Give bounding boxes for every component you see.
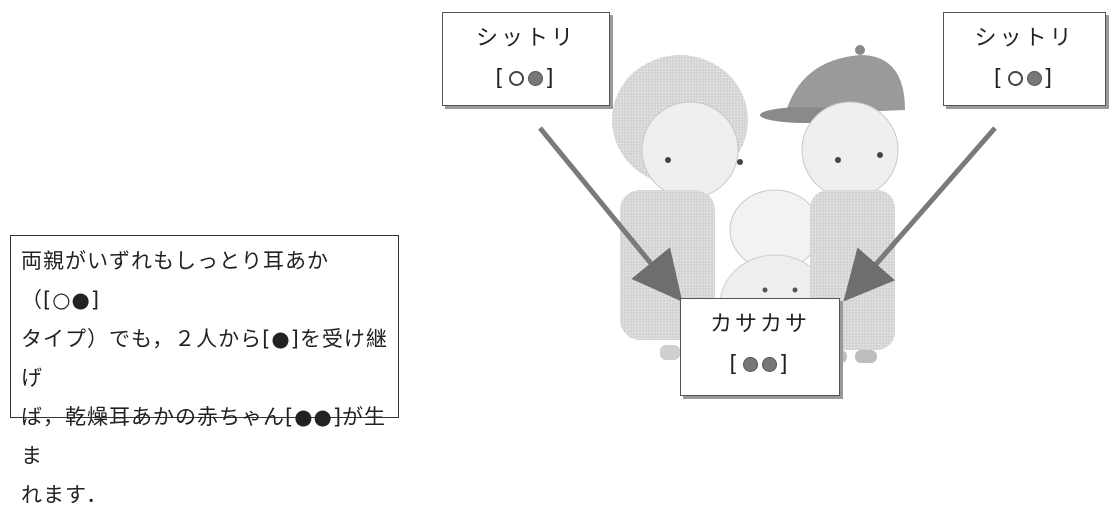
child-alleles: [] (729, 352, 791, 377)
explanation-note: 両親がいずれもしっとり耳あか（[○●] タイプ）でも，２人から[●]を受け継げ … (10, 235, 399, 507)
filled-circle-icon (1026, 71, 1042, 86)
open-circle-icon (509, 71, 524, 86)
right-parent-alleles: [] (993, 66, 1056, 91)
note-line-3: ば，乾燥耳あかの赤ちゃん[●●]が生ま (21, 405, 387, 468)
left-parent-alleles: [] (495, 66, 557, 91)
filled-circle-icon (743, 357, 758, 372)
right-parent-box: シットリ [] (943, 12, 1106, 106)
child-label: カサカサ (709, 312, 810, 337)
right-parent-label: シットリ (974, 26, 1075, 51)
note-line-1: 両親がいずれもしっとり耳あか（[○●] (21, 249, 329, 312)
left-parent-label: シットリ (475, 26, 576, 51)
filled-circle-icon (528, 71, 543, 86)
left-parent-box: シットリ [] (442, 12, 610, 106)
filled-circle-icon (762, 357, 777, 372)
left-arrow (538, 126, 683, 302)
open-circle-icon (1007, 71, 1023, 86)
right-arrow (843, 126, 997, 302)
note-line-2: タイプ）でも，２人から[●]を受け継げ (21, 327, 388, 390)
note-line-4: れます． (21, 483, 109, 507)
child-box: カサカサ [] (680, 298, 840, 396)
